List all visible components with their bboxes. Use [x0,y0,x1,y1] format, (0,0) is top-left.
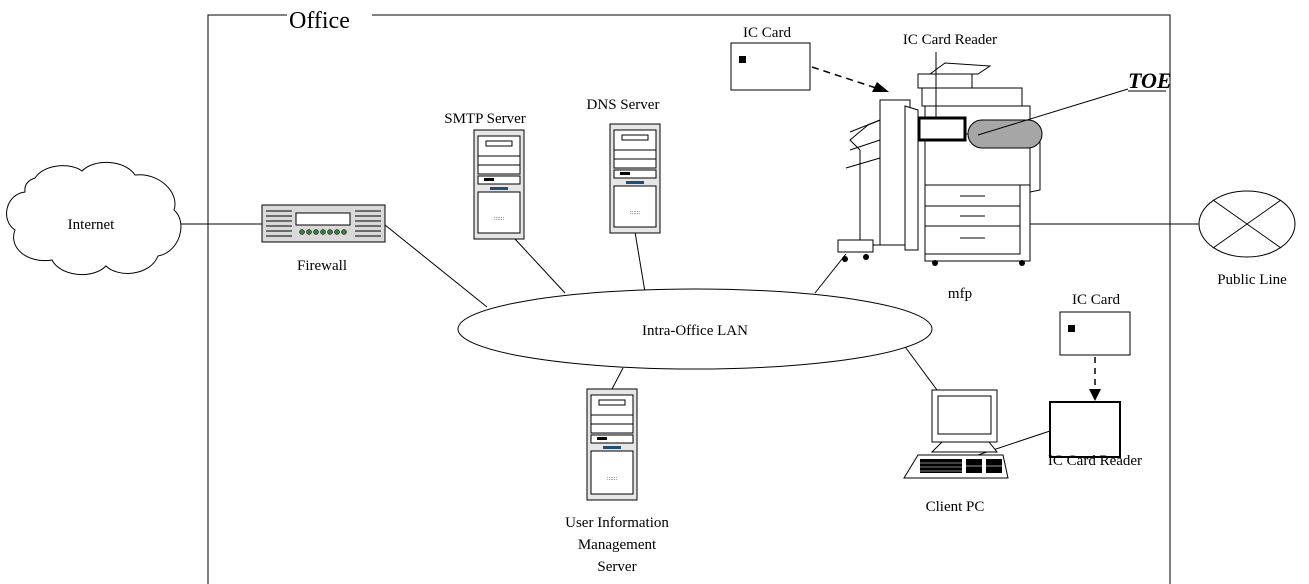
smtp-server: SMTP Server :::::: [444,111,526,240]
user-info-label-line3: Server [597,559,636,575]
public-line: Public Line [1198,190,1296,288]
user-info-server: :::::: User Information Management Serve… [565,388,669,575]
internet-cloud: Internet [6,161,182,276]
user-info-label-line2: Management [578,537,657,553]
svg-text:::::::: :::::: [494,216,504,222]
internet-label: Internet [68,217,115,233]
svg-text:::::::: :::::: [607,476,617,482]
ic-card-right: IC Card [1059,292,1131,356]
dns-server: DNS Server :::::: [587,97,661,234]
office-boundary [207,14,1171,584]
client-pc: Client PC [903,389,1009,515]
public-line-label: Public Line [1217,272,1287,288]
intra-office-lan: Intra-Office LAN [457,288,933,370]
client-pc-label: Client PC [926,499,985,515]
ic-card-top: IC Card [730,25,811,91]
smtp-server-label: SMTP Server [444,111,526,127]
ic-card-right-label: IC Card [1072,292,1120,308]
dashed-arrow-right [1089,357,1101,401]
lan-label: Intra-Office LAN [642,323,748,339]
svg-text:::::::: :::::: [630,210,640,216]
dns-server-label: DNS Server [587,97,660,113]
toe-pointer [977,88,1129,136]
toe-label: TOE [1128,68,1172,93]
user-info-label-line1: User Information [565,515,669,531]
ic-reader-top-label: IC Card Reader [903,32,997,48]
ic-card-top-label: IC Card [743,25,791,41]
ic-reader-right: IC Card Reader [1048,401,1142,469]
ic-reader-right-label: IC Card Reader [1048,453,1142,469]
office-title: Office [289,8,350,34]
firewall-label: Firewall [297,258,347,274]
mfp-label: mfp [948,286,972,302]
firewall-device: Firewall [261,204,386,274]
dashed-arrow-top [811,66,889,92]
mfp-device: mfp [837,62,1043,302]
